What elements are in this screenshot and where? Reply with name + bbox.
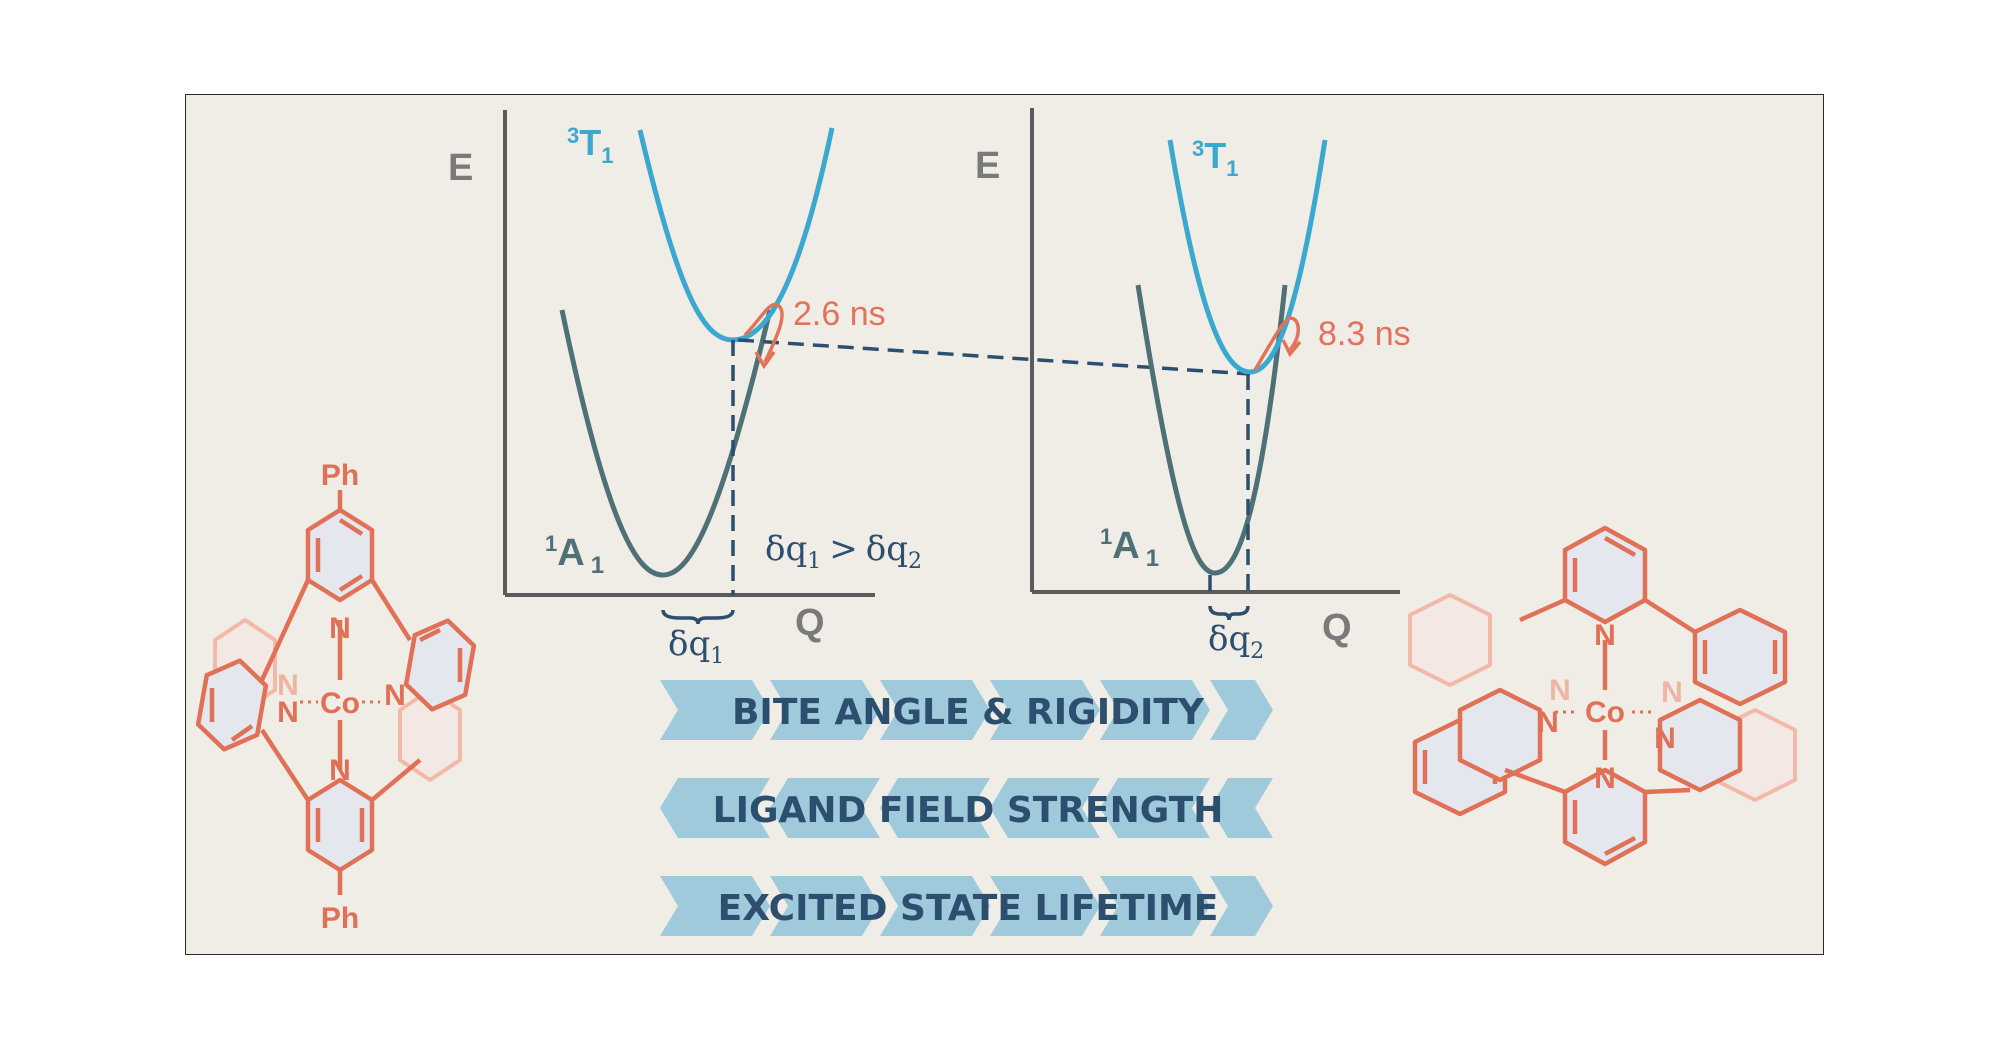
ring-link-bond [370, 578, 412, 642]
donor-atom-label: N [277, 669, 299, 702]
ring-inner-bond [1572, 800, 1637, 856]
chevron-right [880, 876, 990, 936]
pyridine-ring-left [1457, 687, 1543, 783]
banner-label: BITE ANGLE & RIGIDITY [732, 692, 1205, 733]
ring-inner-bond [315, 518, 364, 592]
banner-bite-angle: BITE ANGLE & RIGIDITY [660, 680, 1273, 740]
banner-label: LIGAND FIELD STRENGTH [713, 790, 1224, 831]
metal-label: Co [1585, 696, 1625, 729]
chevron-right [1100, 876, 1210, 936]
displacement-label-left: δq1 [668, 624, 724, 669]
chevron-left [880, 778, 990, 838]
chevron-right [660, 876, 770, 936]
ring-inner-bond [209, 688, 254, 742]
banner-label: EXCITED STATE LIFETIME [718, 888, 1219, 929]
isc-arrow-right [1253, 316, 1300, 371]
chevron-right [660, 680, 770, 740]
chevron-right [1210, 876, 1273, 936]
excited-state-label-left: 3T1 [567, 122, 614, 168]
donor-atom-label: N [1537, 706, 1559, 739]
chevron-right [770, 680, 880, 740]
phenyl-label-top: Ph [321, 459, 359, 492]
chevron-right [770, 876, 880, 936]
ring-inner-bond [418, 627, 463, 682]
ring-inner-bond [1702, 640, 1778, 674]
chevron-right [1100, 680, 1210, 740]
ring-link-bond [260, 728, 310, 802]
chevron-left [660, 778, 770, 838]
chevron-left [770, 778, 880, 838]
chevron-left [990, 778, 1100, 838]
crossing-connector [737, 338, 1251, 376]
faded-ring [398, 688, 462, 782]
donor-atom-label: N [1654, 722, 1676, 755]
isc-arrowhead-left [754, 350, 776, 370]
metal-label: Co [320, 687, 360, 720]
pyridine-ring-right [1657, 697, 1743, 793]
ground-state-curve [559, 309, 773, 578]
x-axis-label: Q [795, 602, 825, 644]
y-axis-label: E [975, 145, 1000, 187]
donor-atom-label: N [329, 754, 351, 787]
donor-atom-label: N [1594, 619, 1616, 652]
chevron-left [1210, 778, 1273, 838]
chevron-right [880, 680, 990, 740]
donor-atom-label: N [329, 612, 351, 645]
isc-arrowhead-right [1281, 339, 1302, 358]
chevron-left [1100, 778, 1210, 838]
y-axis-label: E [448, 147, 473, 189]
ring-inner-bond [1572, 536, 1637, 592]
banner-ligand-field: LIGAND FIELD STRENGTH [660, 778, 1273, 838]
molecule-left: Ph Ph Co N N N N N [195, 459, 477, 935]
donor-atom-label: N [384, 679, 406, 712]
chevron-right [1210, 680, 1273, 740]
ground-state-curve [1135, 284, 1288, 576]
displacement-brace-left [661, 609, 735, 625]
donor-atom-label: N [1661, 676, 1683, 709]
excited-state-label-right: 3T1 [1192, 135, 1239, 181]
ring-link-bond [1504, 767, 1691, 795]
lifetime-label-right: 8.3 ns [1318, 315, 1411, 353]
ring-link-bond [1519, 597, 1697, 634]
displacement-comparison: δq1>δq2 [765, 529, 922, 574]
chevron-right [990, 876, 1100, 936]
displacement-brace-right [1208, 605, 1250, 621]
donor-atom-label: N [1594, 762, 1616, 795]
excited-state-curve [637, 127, 835, 343]
aryl-ring-right-upper [1692, 607, 1788, 707]
lifetime-label-left: 2.6 ns [793, 295, 886, 333]
faded-ring [1408, 593, 1492, 687]
ring-link-bond [259, 579, 311, 681]
molecule-right: Co N N N N N N [1408, 525, 1797, 867]
donor-atom-label: N [1549, 674, 1571, 707]
isc-arrow-left [743, 302, 784, 363]
donor-atom-label: N [277, 696, 299, 729]
banner-lifetime: EXCITED STATE LIFETIME [660, 876, 1273, 936]
ring-link-bond [370, 758, 422, 802]
excited-state-curve [1167, 139, 1328, 375]
pyridine-ring-right [403, 618, 477, 712]
phenyl-label-bottom: Ph [321, 902, 359, 935]
chevron-right [990, 680, 1100, 740]
x-axis-label: Q [1322, 607, 1352, 649]
displacement-label-right: δq2 [1208, 619, 1264, 664]
ring-inner-bond [315, 808, 365, 842]
